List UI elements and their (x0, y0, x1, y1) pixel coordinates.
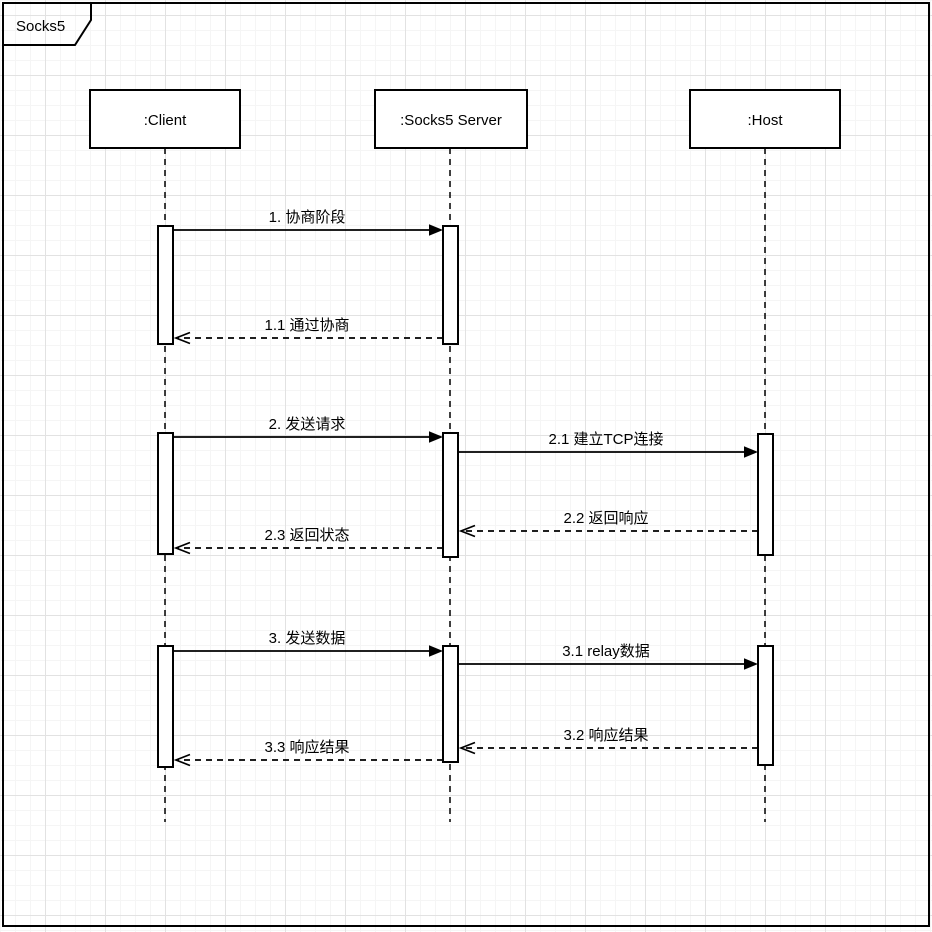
message-2-arrowhead-icon (429, 431, 443, 443)
message-1-1[interactable]: 1.1 通过协商 (173, 317, 443, 345)
message-2-2[interactable]: 2.2 返回响应 (458, 509, 758, 538)
message-2-1-label: 2.1 建立TCP连接 (548, 431, 663, 448)
participant-label-host: :Host (747, 112, 783, 129)
message-1[interactable]: 1. 协商阶段 (173, 209, 443, 236)
message-3-1[interactable]: 3.1 relay数据 (458, 643, 758, 670)
message-2-1-arrowhead-icon (744, 446, 758, 458)
message-3-2-label: 3.2 响应结果 (563, 726, 648, 744)
frame-title: Socks5 (16, 18, 65, 35)
activation-host-phase3[interactable] (757, 645, 774, 766)
message-3-1-arrowhead-icon (744, 658, 758, 670)
message-2-3-arrowhead-icon (173, 541, 191, 555)
message-2-2-arrowhead-icon (458, 524, 476, 538)
activation-server-phase3[interactable] (442, 645, 459, 763)
participant-label-server: :Socks5 Server (400, 112, 502, 129)
message-2-1[interactable]: 2.1 建立TCP连接 (458, 431, 758, 458)
message-2-3[interactable]: 2.3 返回状态 (173, 527, 443, 555)
activation-server-phase2[interactable] (442, 432, 459, 558)
message-1-1-arrowhead-icon (173, 331, 191, 345)
activation-server-phase1[interactable] (442, 225, 459, 345)
message-3[interactable]: 3. 发送数据 (173, 630, 443, 657)
message-3-arrowhead-icon (429, 645, 443, 657)
activation-client-phase1[interactable] (157, 225, 174, 345)
participant-box-server[interactable] (374, 89, 528, 149)
message-1-1-label: 1.1 通过协商 (264, 317, 349, 334)
message-1-arrowhead-icon (429, 224, 443, 236)
participant-box-client[interactable] (89, 89, 241, 149)
message-3-label: 3. 发送数据 (269, 630, 346, 647)
frame-title-tab (2, 2, 92, 46)
message-3-1-label: 3.1 relay数据 (562, 643, 650, 660)
participant-host[interactable]: :Host (689, 89, 841, 149)
message-3-3-label: 3.3 响应结果 (264, 738, 349, 756)
message-3-3[interactable]: 3.3 响应结果 (173, 738, 443, 767)
message-2[interactable]: 2. 发送请求 (173, 416, 443, 443)
message-1-label: 1. 协商阶段 (269, 209, 346, 226)
participant-label-client: :Client (144, 112, 187, 129)
activation-host-phase2[interactable] (757, 433, 774, 556)
activation-client-phase3[interactable] (157, 645, 174, 768)
participant-client[interactable]: :Client (89, 89, 241, 149)
message-2-3-label: 2.3 返回状态 (264, 527, 349, 544)
message-2-label: 2. 发送请求 (269, 416, 346, 433)
message-2-2-label: 2.2 返回响应 (563, 509, 648, 527)
activation-client-phase2[interactable] (157, 432, 174, 555)
message-3-2-arrowhead-icon (458, 741, 476, 755)
message-3-3-arrowhead-icon (173, 753, 191, 767)
participant-box-host[interactable] (689, 89, 841, 149)
message-3-2[interactable]: 3.2 响应结果 (458, 726, 758, 755)
participant-server[interactable]: :Socks5 Server (374, 89, 528, 149)
